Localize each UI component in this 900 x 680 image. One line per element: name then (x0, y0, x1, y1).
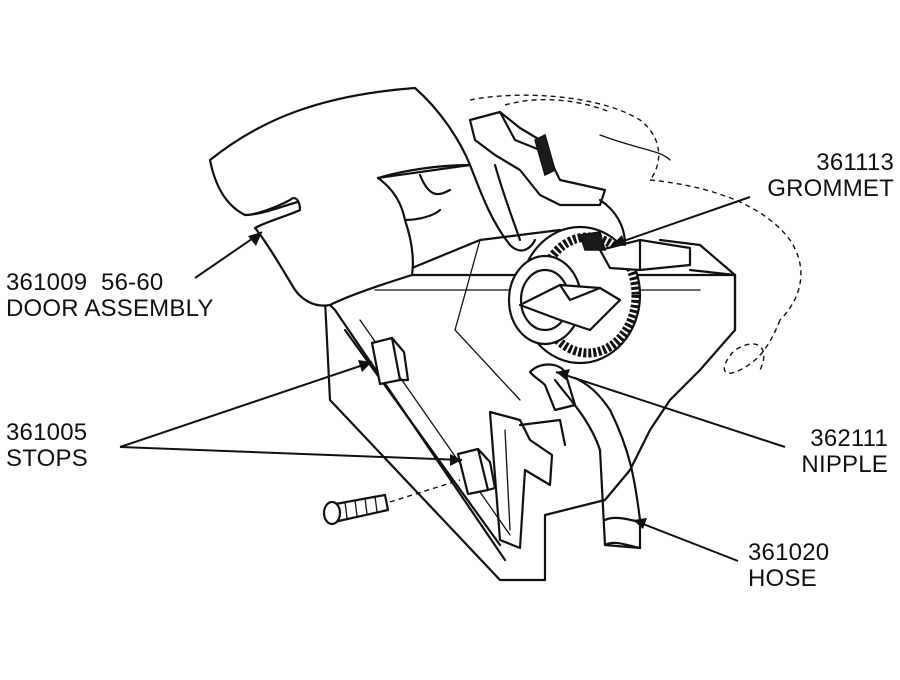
door-assembly-years: 56-60 (101, 269, 164, 296)
door-assembly-name: DOOR ASSEMBLY (6, 295, 214, 322)
housing-body (323, 228, 737, 582)
grommet-name: GROMMET (767, 175, 894, 202)
arrowhead-stop-upper (358, 360, 372, 372)
arrowhead-grommet (612, 235, 626, 246)
grommet-assembly (507, 225, 692, 365)
screw (322, 479, 461, 526)
leader-door-assembly (194, 231, 263, 279)
arrowhead-hose (633, 518, 647, 529)
leader-hose (632, 519, 739, 562)
hose-name: HOSE (748, 565, 817, 592)
stops-part-number: 361005 (6, 419, 88, 446)
vehicle-structure (469, 94, 802, 374)
callout-hose: 361020 HOSE (748, 540, 829, 592)
door-assembly-part-number: 361009 (6, 269, 88, 296)
callout-grommet: 361113 GROMMET (767, 150, 894, 202)
door-assembly-panel (208, 86, 472, 307)
nipple-name: NIPPLE (801, 451, 888, 478)
callout-nipple: 362111 NIPPLE (801, 426, 888, 478)
leader-grommet (611, 196, 751, 246)
leader-stop-lower (119, 446, 463, 461)
door-assembly-number-line: 361009 56-60 (6, 270, 214, 296)
nipple-part-number: 362111 (810, 425, 888, 452)
arrowhead-nipple (556, 369, 570, 380)
callout-stops: 361005 STOPS (6, 420, 88, 472)
stops-name: STOPS (6, 445, 88, 472)
arrowhead-door-assembly (248, 232, 262, 246)
callout-door-assembly: 361009 56-60 DOOR ASSEMBLY (6, 270, 214, 322)
grommet-part-number: 361113 (816, 149, 894, 176)
leader-nipple (555, 371, 786, 448)
hose-part-number: 361020 (748, 539, 830, 566)
leader-stop-upper (119, 361, 373, 448)
arrowhead-stop-lower (450, 454, 462, 466)
leader-lines (119, 196, 786, 562)
